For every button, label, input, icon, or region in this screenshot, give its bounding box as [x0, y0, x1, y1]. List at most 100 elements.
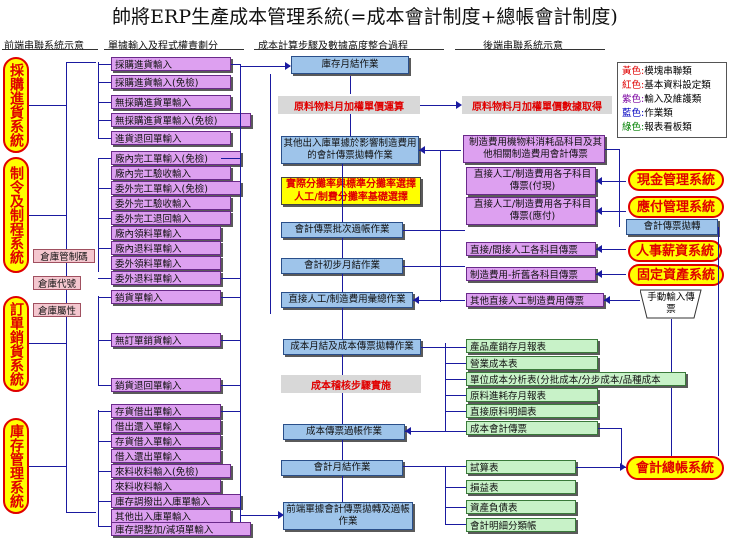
connector [98, 501, 111, 502]
connector [221, 158, 240, 159]
doc-inhouse-complete-noinspect[interactable]: 廠內完工單輸入(免檢) [111, 151, 241, 165]
connector [231, 64, 240, 65]
doc-outsource-return[interactable]: 委外退料單輸入 [111, 271, 221, 285]
tag-warehouse-code[interactable]: 倉庫代號 [33, 276, 81, 290]
voucher-other-labor[interactable]: 其他直接人工制造費用傳票 [466, 293, 604, 307]
step-weighted-avg-price[interactable]: 原料物料月加權單價運算 [278, 96, 420, 114]
system-voucher-throw[interactable]: 會計傳票拋轉 [626, 219, 718, 235]
voucher-labor-paid[interactable]: 直接人工/制造費用各子科目傳票(付現) [466, 167, 596, 195]
report-detail-ledger[interactable]: 會計明細分類帳 [466, 518, 576, 532]
step-monthly-stock-close[interactable]: 庫存月結作業 [291, 56, 409, 74]
system-ap-mgmt[interactable]: 應付管理系統 [628, 196, 724, 218]
step-acct-month-close[interactable]: 會計月結作業 [281, 460, 403, 476]
doc-outsource-complete-inspect[interactable]: 委外完工驗收輸入 [111, 196, 231, 210]
doc-inhouse-issue[interactable]: 廠內領料單輸入 [111, 226, 221, 240]
doc-sales-noorder[interactable]: 無訂單銷貨輸入 [111, 333, 221, 347]
doc-sales-order[interactable]: 銷貨單輸入 [111, 290, 221, 304]
doc-stock-adjust[interactable]: 庫存調整加/減項單輸入 [111, 522, 251, 536]
doc-stock-borrow[interactable]: 存貨借入單輸入 [111, 434, 221, 448]
connector [98, 82, 111, 83]
doc-sales-return[interactable]: 銷貨退回單輸入 [111, 378, 221, 392]
connector [29, 105, 66, 106]
legend-item-yellow: 黃色:模塊串聯類 [622, 66, 692, 77]
connector [596, 181, 626, 182]
voucher-labor-accrued[interactable]: 直接人工/制造費用各子科目傳票(應付) [466, 197, 596, 225]
report-material-monthly[interactable]: 原料進耗存月報表 [466, 388, 598, 402]
report-income-statement[interactable]: 損益表 [466, 480, 576, 494]
flow-line [445, 343, 446, 431]
doc-incoming-noinspect[interactable]: 來料收料輸入(免檢) [111, 464, 231, 478]
step-other-io-voucher[interactable]: 其他出入庫單據於影響制造費用的會計傳票拋轉作業 [281, 136, 419, 164]
manual-input-label: 手動輸入傳票 [647, 292, 695, 315]
system-manufacturing-label: 制令及制程系統 [8, 166, 24, 264]
doc-purchase-return[interactable]: 進貨退回單輸入 [111, 131, 231, 145]
system-cash-mgmt[interactable]: 現金管理系統 [628, 169, 724, 191]
connector [413, 300, 465, 301]
system-fixed-asset[interactable]: 固定資產系統 [628, 264, 724, 286]
flow-line [718, 227, 719, 456]
connector [403, 466, 466, 467]
step-cost-voucher-post[interactable]: 成本傳票過帳作業 [283, 424, 405, 440]
step-allocation-rate-select[interactable]: 實際分攤率與標準分攤率選擇人工/制費分攤率基礎選擇 [281, 177, 421, 205]
system-sales[interactable]: 訂單銷貨系統 [3, 296, 29, 392]
step-front-voucher-post[interactable]: 前端單據會計傳票拋轉及過帳作業 [283, 502, 413, 530]
system-general-ledger[interactable]: 會計總帳系統 [626, 456, 724, 480]
voucher-mfg-consumables[interactable]: 制造費用機物料消耗品科目及其他相關制造費用會計傳票 [463, 135, 605, 163]
arrow [596, 177, 602, 185]
arrow [456, 101, 462, 109]
doc-other-io[interactable]: 其他出入庫單輸入 [111, 509, 231, 523]
header-underline [104, 49, 244, 50]
step-cost-audit[interactable]: 成本稽核步驟實施 [281, 375, 421, 393]
doc-nopo-receipt-noinspect[interactable]: 無採購進貨單輸入(免檢) [111, 113, 251, 127]
connector [445, 411, 466, 412]
tag-warehouse-attribute[interactable]: 倉庫屬性 [33, 303, 81, 317]
report-balance-sheet[interactable]: 資產負債表 [466, 500, 576, 514]
doc-borrow-return[interactable]: 借入還出單輸入 [111, 449, 221, 463]
doc-outsource-issue[interactable]: 委外領料單輸入 [111, 256, 221, 270]
tag-warehouse-control[interactable]: 倉庫管制碼 [33, 249, 95, 263]
report-cost-voucher[interactable]: 成本會計傳票 [466, 421, 598, 435]
data-weighted-avg-result[interactable]: 原料物料月加權單價數據取得 [462, 96, 612, 114]
doc-incoming[interactable]: 來料收料輸入 [111, 479, 221, 493]
report-direct-material[interactable]: 直接原料明細表 [466, 404, 598, 418]
arrow [419, 146, 425, 154]
voucher-depreciation[interactable]: 制造費用-折舊各科目傳票 [466, 267, 596, 281]
voucher-labor-items[interactable]: 直接/間接人工各科目傳票 [466, 242, 596, 256]
header-doc-input: 單據輸入及程式權責劃分 [108, 41, 218, 52]
doc-nopo-receipt[interactable]: 無採購進貨單輸入 [111, 95, 231, 109]
system-inventory[interactable]: 庫存管理系統 [3, 418, 29, 514]
step-voucher-batch-post[interactable]: 會計傳票批次過帳作業 [281, 222, 403, 238]
doc-inhouse-return[interactable]: 廠內退料單輸入 [111, 241, 221, 255]
page-title: 帥將ERP生產成本管理系統(=成本會計制度+總帳會計制度) [112, 6, 618, 28]
report-unit-cost-analysis[interactable]: 單位成本分析表(分批成本/分步成本/品種成本 [466, 372, 686, 386]
doc-outsource-complete-return[interactable]: 委外完工退回輸入 [111, 211, 231, 225]
connector [221, 297, 240, 298]
doc-stock-lend[interactable]: 存貨借出單輸入 [111, 404, 221, 418]
connector [98, 278, 111, 279]
connector [98, 120, 111, 121]
report-product-monthly[interactable]: 產品產銷存月報表 [466, 339, 598, 353]
arrow [596, 207, 602, 215]
flow-line [350, 114, 351, 136]
step-labor-overhead-summary[interactable]: 直接人工/制造費用彙總作業 [281, 292, 413, 308]
header-cost-steps: 成本計算步驟及數據高度整合過程 [258, 41, 408, 52]
connector [98, 526, 111, 527]
system-hr-payroll[interactable]: 人事薪資系統 [628, 240, 722, 262]
connector [240, 515, 280, 516]
bracket [98, 410, 99, 526]
doc-inhouse-complete-inspect[interactable]: 廠內完工驗收輸入 [111, 166, 231, 180]
doc-outsource-complete-noinspect[interactable]: 委外完工單輸入(免檢) [111, 181, 241, 195]
step-acct-first-close[interactable]: 會計初步月結作業 [281, 258, 403, 274]
legend-item-purple: 紫色:輸入及維護類 [622, 94, 702, 105]
manual-input-shape[interactable] [640, 289, 702, 319]
report-operating-cost[interactable]: 營業成本表 [466, 356, 598, 370]
doc-purchase-receipt[interactable]: 採購進貨輸入 [111, 57, 231, 71]
step-cost-close-voucher[interactable]: 成本月結及成本傳票拋轉作業 [283, 339, 421, 355]
doc-transfer[interactable]: 庫存調撥出入庫單輸入 [111, 494, 241, 508]
report-trial-balance[interactable]: 試算表 [466, 460, 576, 474]
system-manufacturing[interactable]: 制令及制程系統 [3, 157, 29, 273]
connector [98, 138, 111, 139]
doc-lend-return[interactable]: 借出還入單輸入 [111, 419, 221, 433]
doc-purchase-receipt-noinspect[interactable]: 採購進貨輸入(免檢) [111, 75, 231, 89]
system-purchase[interactable]: 採購進貨系統 [3, 57, 29, 153]
